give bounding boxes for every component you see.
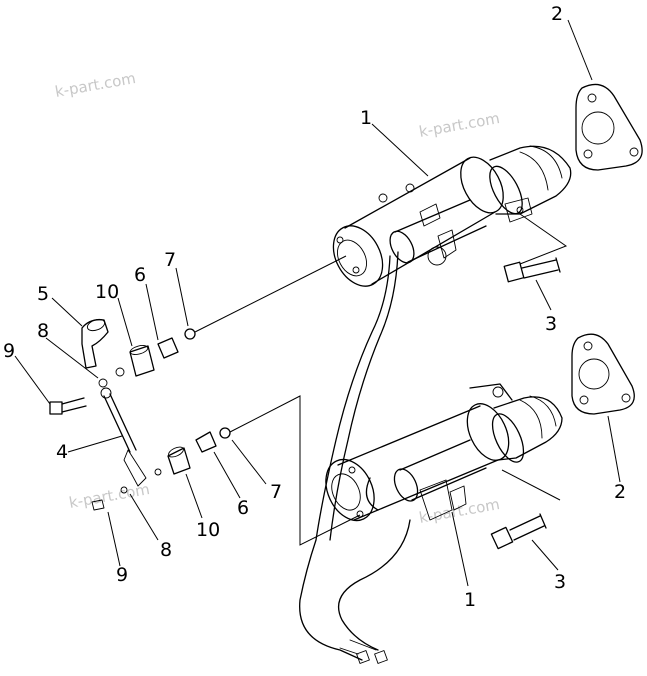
callout-3: 3: [545, 313, 557, 335]
callout-4: 4: [56, 441, 68, 463]
insulator-sleeve-bottom: [167, 446, 191, 475]
callout-5: 5: [37, 283, 49, 305]
callout-2: 2: [614, 481, 626, 503]
starter-motor-bottom: [325, 383, 563, 522]
watermark: k-part.com: [418, 109, 502, 141]
callout-7: 7: [270, 481, 282, 503]
spacer-bottom: [195, 431, 217, 453]
terminal-cap: [81, 318, 109, 369]
callout-8: 8: [160, 539, 172, 561]
nut-bottom: [219, 427, 231, 439]
bolt-9-top: [49, 397, 87, 415]
insulator-sleeve-top: [129, 345, 155, 377]
callout-1: 1: [464, 589, 476, 611]
callout-10: 10: [196, 519, 220, 541]
gasket-top: [575, 83, 643, 171]
callout-3: 3: [554, 571, 566, 593]
wire-harness: [299, 255, 391, 661]
bolt-9-bottom: [91, 499, 105, 511]
gasket-bottom: [571, 333, 635, 415]
watermark: k-part.com: [54, 69, 138, 101]
callout-6: 6: [134, 264, 146, 286]
callout-6: 6: [237, 497, 249, 519]
callout-1: 1: [360, 107, 372, 129]
watermark: k-part.com: [418, 495, 502, 527]
callout-8: 8: [37, 320, 49, 342]
starter-motor-top: [332, 145, 572, 287]
callout-10: 10: [95, 281, 119, 303]
connector-plug: [356, 650, 370, 664]
callout-9: 9: [3, 340, 15, 362]
callout-7: 7: [164, 249, 176, 271]
mounting-bolt-top: [503, 257, 561, 283]
connector-plug: [374, 650, 388, 664]
ground-cable: [100, 387, 147, 487]
mounting-bolt-bottom: [490, 513, 547, 550]
spacer-top: [157, 337, 179, 359]
nut-top: [184, 328, 196, 340]
callout-2: 2: [551, 3, 563, 25]
callout-9: 9: [116, 564, 128, 586]
